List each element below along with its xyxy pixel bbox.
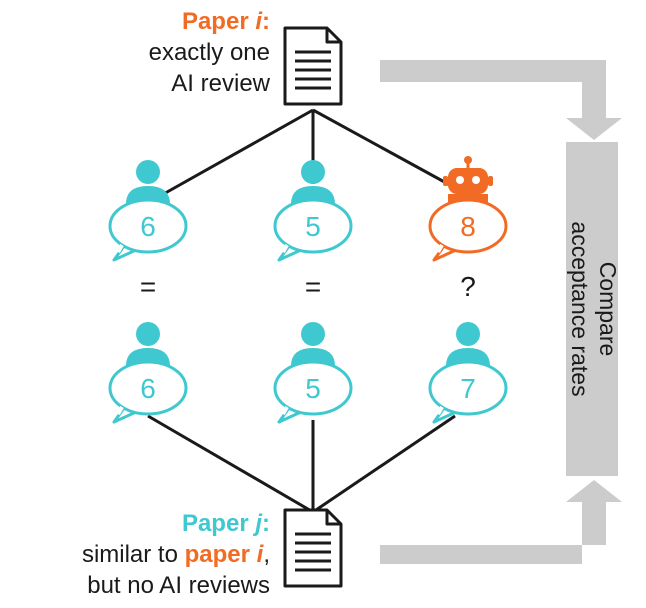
- speech-bubble-icon: 5: [273, 360, 353, 424]
- paper-i-caption: Paper i: exactly one AI review: [70, 6, 270, 99]
- speech-bubble-icon: 6: [108, 360, 188, 424]
- top-review-score-3: 8: [460, 211, 476, 242]
- paper-i-label: Paper: [181, 8, 249, 35]
- comparison-symbol-2: =: [305, 271, 321, 302]
- comparison-symbol-3: ?: [460, 271, 476, 302]
- paper-j-document-icon: [283, 508, 343, 588]
- person-icon: [126, 322, 170, 366]
- paper-j-ref-label: paper: [184, 541, 250, 568]
- paper-j-label: Paper: [181, 510, 249, 537]
- person-icon: [291, 322, 335, 366]
- speech-bubble-icon: 5: [273, 198, 353, 262]
- paper-j-index: j: [255, 510, 262, 537]
- paper-i-line1: exactly one: [148, 39, 270, 66]
- top-review-score-2: 5: [305, 211, 321, 242]
- speech-bubble-icon: 8: [428, 198, 508, 262]
- compare-box: [566, 142, 618, 476]
- person-icon: [126, 160, 170, 204]
- bottom-review-score-2: 5: [305, 373, 321, 404]
- person-icon: [291, 160, 335, 204]
- comparison-symbol-1: =: [140, 271, 156, 302]
- speech-bubble-icon: 6: [108, 198, 188, 262]
- robot-icon: [443, 156, 493, 202]
- paper-j-line2: but no AI reviews: [87, 572, 270, 599]
- bottom-review-score-1: 6: [140, 373, 156, 404]
- arrow-bottom: [380, 480, 622, 564]
- person-icon: [446, 322, 490, 366]
- arrow-top: [380, 60, 622, 140]
- paper-j-line1: similar to: [81, 541, 178, 568]
- top-review-score-1: 6: [140, 211, 156, 242]
- bottom-review-score-3: 7: [460, 373, 476, 404]
- paper-i-line2: AI review: [171, 70, 270, 97]
- paper-j-caption: Paper j: similar to paper i, but no AI r…: [0, 508, 270, 601]
- speech-bubble-icon: 7: [428, 360, 508, 424]
- paper-i-index: i: [255, 8, 262, 35]
- paper-j-ref-index: i: [256, 541, 264, 568]
- paper-i-document-icon: [283, 26, 343, 106]
